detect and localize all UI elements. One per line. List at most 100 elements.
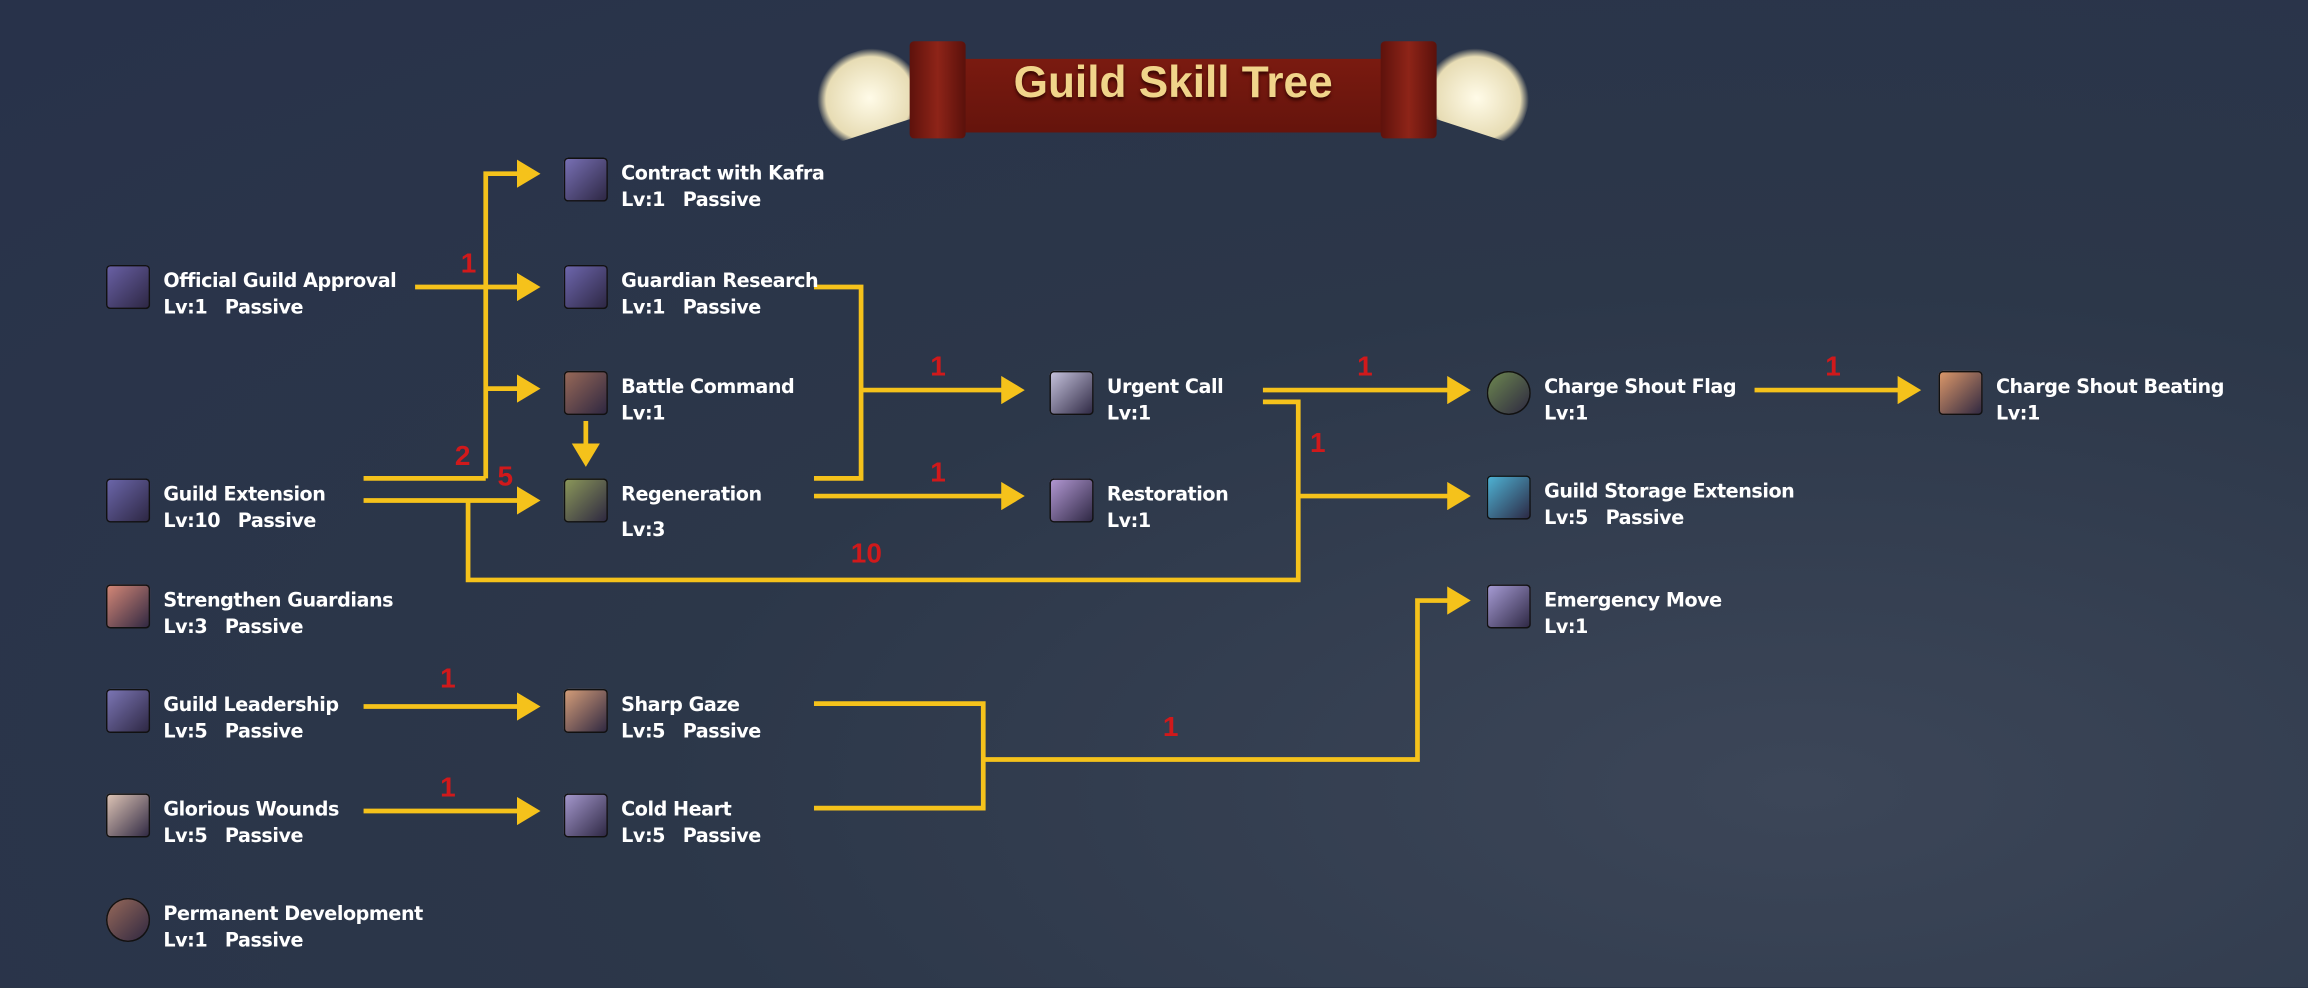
skill-name: Cold Heart bbox=[621, 799, 732, 822]
skill-level: Lv:5 bbox=[163, 825, 208, 848]
req-label: 1 bbox=[1162, 712, 1179, 744]
skill-battle-command[interactable]: Battle Command Lv:1 bbox=[563, 370, 795, 428]
sharp-gaze-icon bbox=[563, 688, 608, 734]
skill-level: Lv:5 bbox=[621, 825, 666, 848]
skill-name: Guild Extension bbox=[163, 484, 326, 507]
skill-contract-with-kafra[interactable]: Contract with Kafra Lv:1 Passive bbox=[563, 157, 825, 215]
req-label: 1 bbox=[1825, 351, 1841, 383]
skill-level: Lv:1 bbox=[163, 930, 208, 953]
skill-type: Passive bbox=[682, 297, 762, 320]
skill-level: Lv:1 bbox=[621, 297, 666, 320]
skill-type: Passive bbox=[237, 510, 317, 533]
line-guardian-regen-bracket bbox=[813, 284, 864, 481]
page-title: Guild Skill Tree bbox=[1013, 58, 1333, 108]
research-emblem-icon bbox=[563, 264, 608, 310]
skill-level: Lv:1 bbox=[1106, 403, 1151, 426]
guild-members-icon bbox=[105, 478, 151, 523]
flag-icon bbox=[1486, 370, 1531, 416]
skill-charge-shout-flag[interactable]: Charge Shout Flag Lv:1 bbox=[1486, 370, 1737, 428]
skill-level: Lv:5 bbox=[163, 721, 208, 744]
skill-type: Passive bbox=[682, 825, 762, 848]
skill-level: Lv:3 bbox=[621, 519, 666, 542]
skill-level: Lv:5 bbox=[621, 721, 666, 744]
crown-leader-icon bbox=[105, 688, 151, 734]
skill-name: Charge Shout Beating bbox=[1995, 376, 2224, 399]
req-label: 1 bbox=[460, 248, 477, 280]
skill-name: Sharp Gaze bbox=[621, 694, 740, 717]
skill-type: Passive bbox=[224, 721, 304, 744]
guardian-flower-icon bbox=[105, 584, 151, 629]
skill-name: Urgent Call bbox=[1106, 376, 1224, 399]
skill-name: Guardian Research bbox=[621, 270, 819, 293]
skill-type: Passive bbox=[224, 825, 304, 848]
line-extension-bottom bbox=[465, 399, 1301, 583]
req-label: 1 bbox=[930, 351, 946, 383]
skill-glorious-wounds[interactable]: Glorious Wounds Lv:5 Passive bbox=[105, 793, 339, 851]
skill-level: Lv:1 bbox=[621, 189, 666, 212]
line-kafra bbox=[483, 159, 541, 479]
skill-type: Passive bbox=[224, 297, 304, 320]
skill-name: Permanent Development bbox=[163, 903, 423, 926]
skill-name: Battle Command bbox=[621, 376, 795, 399]
urgent-call-icon bbox=[1049, 370, 1094, 416]
skill-restoration[interactable]: Restoration Lv:1 bbox=[1049, 478, 1229, 536]
skill-name: Glorious Wounds bbox=[163, 799, 339, 822]
skill-permanent-development[interactable]: Permanent Development Lv:1 Passive bbox=[105, 897, 423, 955]
skill-name: Contract with Kafra bbox=[621, 163, 825, 186]
req-label: 1 bbox=[1357, 351, 1373, 383]
skill-emergency-move[interactable]: Emergency Move Lv:1 bbox=[1486, 584, 1722, 642]
treasure-chest-icon bbox=[1486, 475, 1531, 520]
skill-charge-shout-beating[interactable]: Charge Shout Beating Lv:1 bbox=[1938, 370, 2224, 428]
beating-fist-icon bbox=[1938, 370, 1983, 416]
skill-level: Lv:1 bbox=[163, 297, 208, 320]
skill-name: Emergency Move bbox=[1544, 590, 1722, 613]
skill-level: Lv:10 bbox=[163, 510, 221, 533]
skill-level: Lv:3 bbox=[163, 616, 208, 639]
skill-level: Lv:1 bbox=[1995, 403, 2040, 426]
skill-guardian-research[interactable]: Guardian Research Lv:1 Passive bbox=[563, 264, 819, 322]
req-label: 2 bbox=[454, 441, 471, 473]
req-label: 10 bbox=[850, 538, 882, 570]
emergency-move-icon bbox=[1486, 584, 1531, 629]
skill-level: Lv:1 bbox=[1544, 616, 1588, 639]
skill-type: Passive bbox=[682, 189, 762, 212]
regeneration-shield-icon bbox=[563, 478, 608, 523]
battle-fist-icon bbox=[563, 370, 608, 416]
line-to-emergency bbox=[983, 586, 1471, 762]
skill-urgent-call[interactable]: Urgent Call Lv:1 bbox=[1049, 370, 1224, 428]
skill-name: Guild Storage Extension bbox=[1544, 481, 1795, 504]
skill-name: Strengthen Guardians bbox=[163, 590, 394, 613]
skill-regeneration[interactable]: Regeneration Lv:3 bbox=[563, 478, 762, 545]
skill-level: Lv:5 bbox=[1544, 507, 1588, 530]
skill-sharp-gaze[interactable]: Sharp Gaze Lv:5 Passive bbox=[563, 688, 762, 746]
ribbon-badge-icon bbox=[105, 264, 151, 310]
skill-level: Lv:1 bbox=[1544, 403, 1588, 426]
skill-type: Passive bbox=[224, 930, 304, 953]
skill-type: Passive bbox=[682, 721, 762, 744]
skill-name: Charge Shout Flag bbox=[1544, 376, 1737, 399]
skill-guild-storage-extension[interactable]: Guild Storage Extension Lv:5 Passive bbox=[1486, 475, 1795, 533]
development-orb-icon bbox=[105, 897, 151, 943]
req-label: 1 bbox=[440, 772, 456, 804]
kafra-icon bbox=[563, 157, 608, 202]
req-label: 1 bbox=[440, 663, 456, 695]
title-banner: Guild Skill Tree bbox=[805, 36, 1541, 145]
line-gaze-heart-bracket bbox=[813, 701, 986, 811]
skill-cold-heart[interactable]: Cold Heart Lv:5 Passive bbox=[563, 793, 762, 851]
skill-guild-extension[interactable]: Guild Extension Lv:10 Passive bbox=[105, 478, 326, 536]
skill-name: Restoration bbox=[1106, 484, 1229, 507]
req-label: 1 bbox=[1310, 428, 1326, 460]
restoration-icon bbox=[1049, 478, 1094, 523]
skill-type: Passive bbox=[1605, 507, 1685, 530]
wounded-face-icon bbox=[105, 793, 151, 838]
skill-level: Lv:1 bbox=[1106, 510, 1151, 533]
req-label: 1 bbox=[930, 457, 946, 489]
skill-level: Lv:1 bbox=[621, 403, 666, 426]
skill-name: Regeneration bbox=[621, 484, 762, 507]
cold-heart-icon bbox=[563, 793, 608, 838]
